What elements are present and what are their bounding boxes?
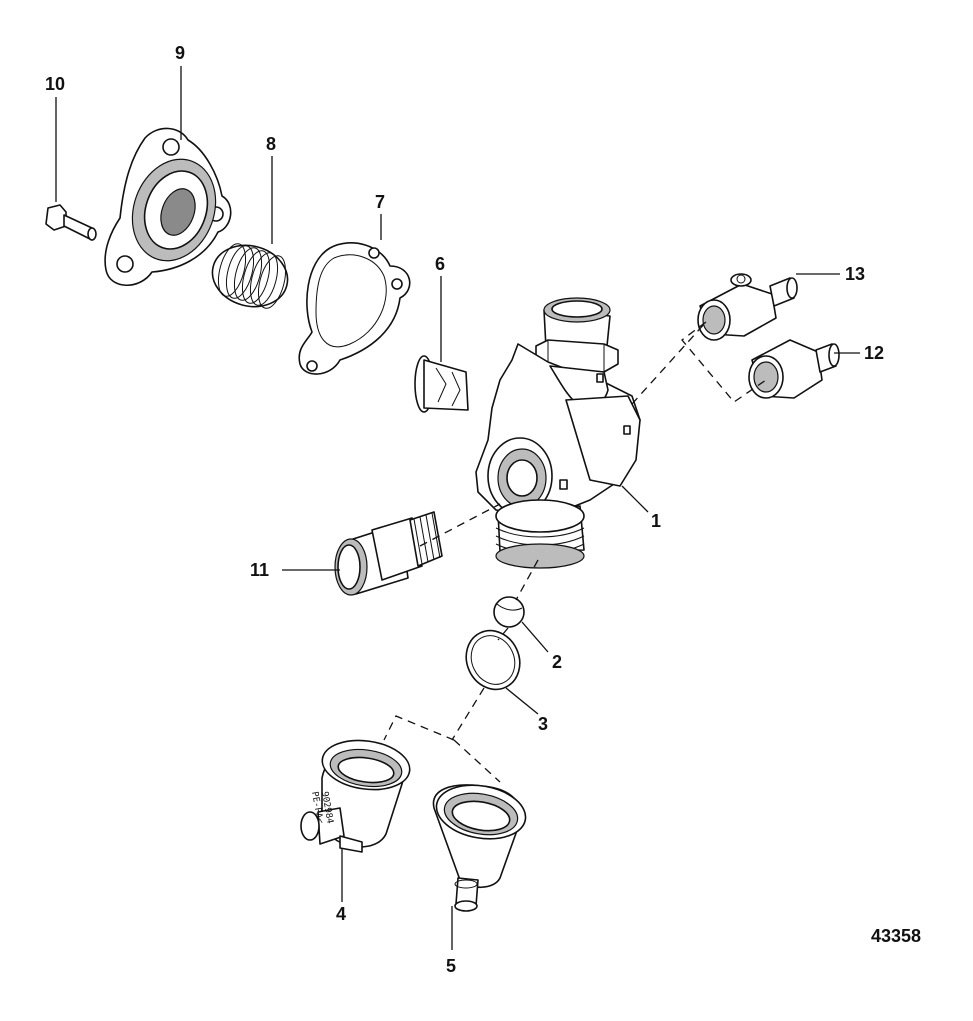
part-10-bolt — [45, 204, 97, 241]
callout-6: 6 — [435, 254, 445, 274]
part-4-elbow-fitting: 902984 PE-PA< — [300, 739, 411, 853]
part-1-main-housing — [475, 297, 641, 569]
part-5-straight-fitting — [432, 784, 527, 912]
part-3-o-ring — [465, 629, 521, 691]
callout-11: 11 — [250, 560, 269, 580]
part-8-spring — [211, 243, 289, 309]
part-2-ball — [493, 596, 525, 628]
assembly-lines — [383, 321, 767, 783]
part-12-plug-fitting — [748, 339, 840, 399]
callout-12: 12 — [864, 343, 884, 363]
callout-2: 2 — [552, 652, 562, 672]
callouts: 10 9 8 7 6 13 12 1 11 2 3 4 5 — [45, 43, 884, 976]
part-11-hose-fitting — [334, 511, 443, 596]
callout-1: 1 — [651, 511, 661, 531]
part-6-valve-insert — [414, 355, 469, 413]
callout-10: 10 — [45, 74, 65, 94]
callout-8: 8 — [266, 134, 276, 154]
callout-5: 5 — [446, 956, 456, 976]
part-9-flange-cover — [104, 127, 232, 286]
leader-lines — [55, 66, 860, 950]
part-7-gasket — [298, 242, 411, 375]
callout-7: 7 — [375, 192, 385, 212]
callout-3: 3 — [538, 714, 548, 734]
callout-9: 9 — [175, 43, 185, 63]
part-13-port-fitting — [697, 273, 798, 341]
callout-13: 13 — [845, 264, 865, 284]
callout-4: 4 — [336, 904, 346, 924]
figure-number: 43358 — [871, 926, 921, 946]
